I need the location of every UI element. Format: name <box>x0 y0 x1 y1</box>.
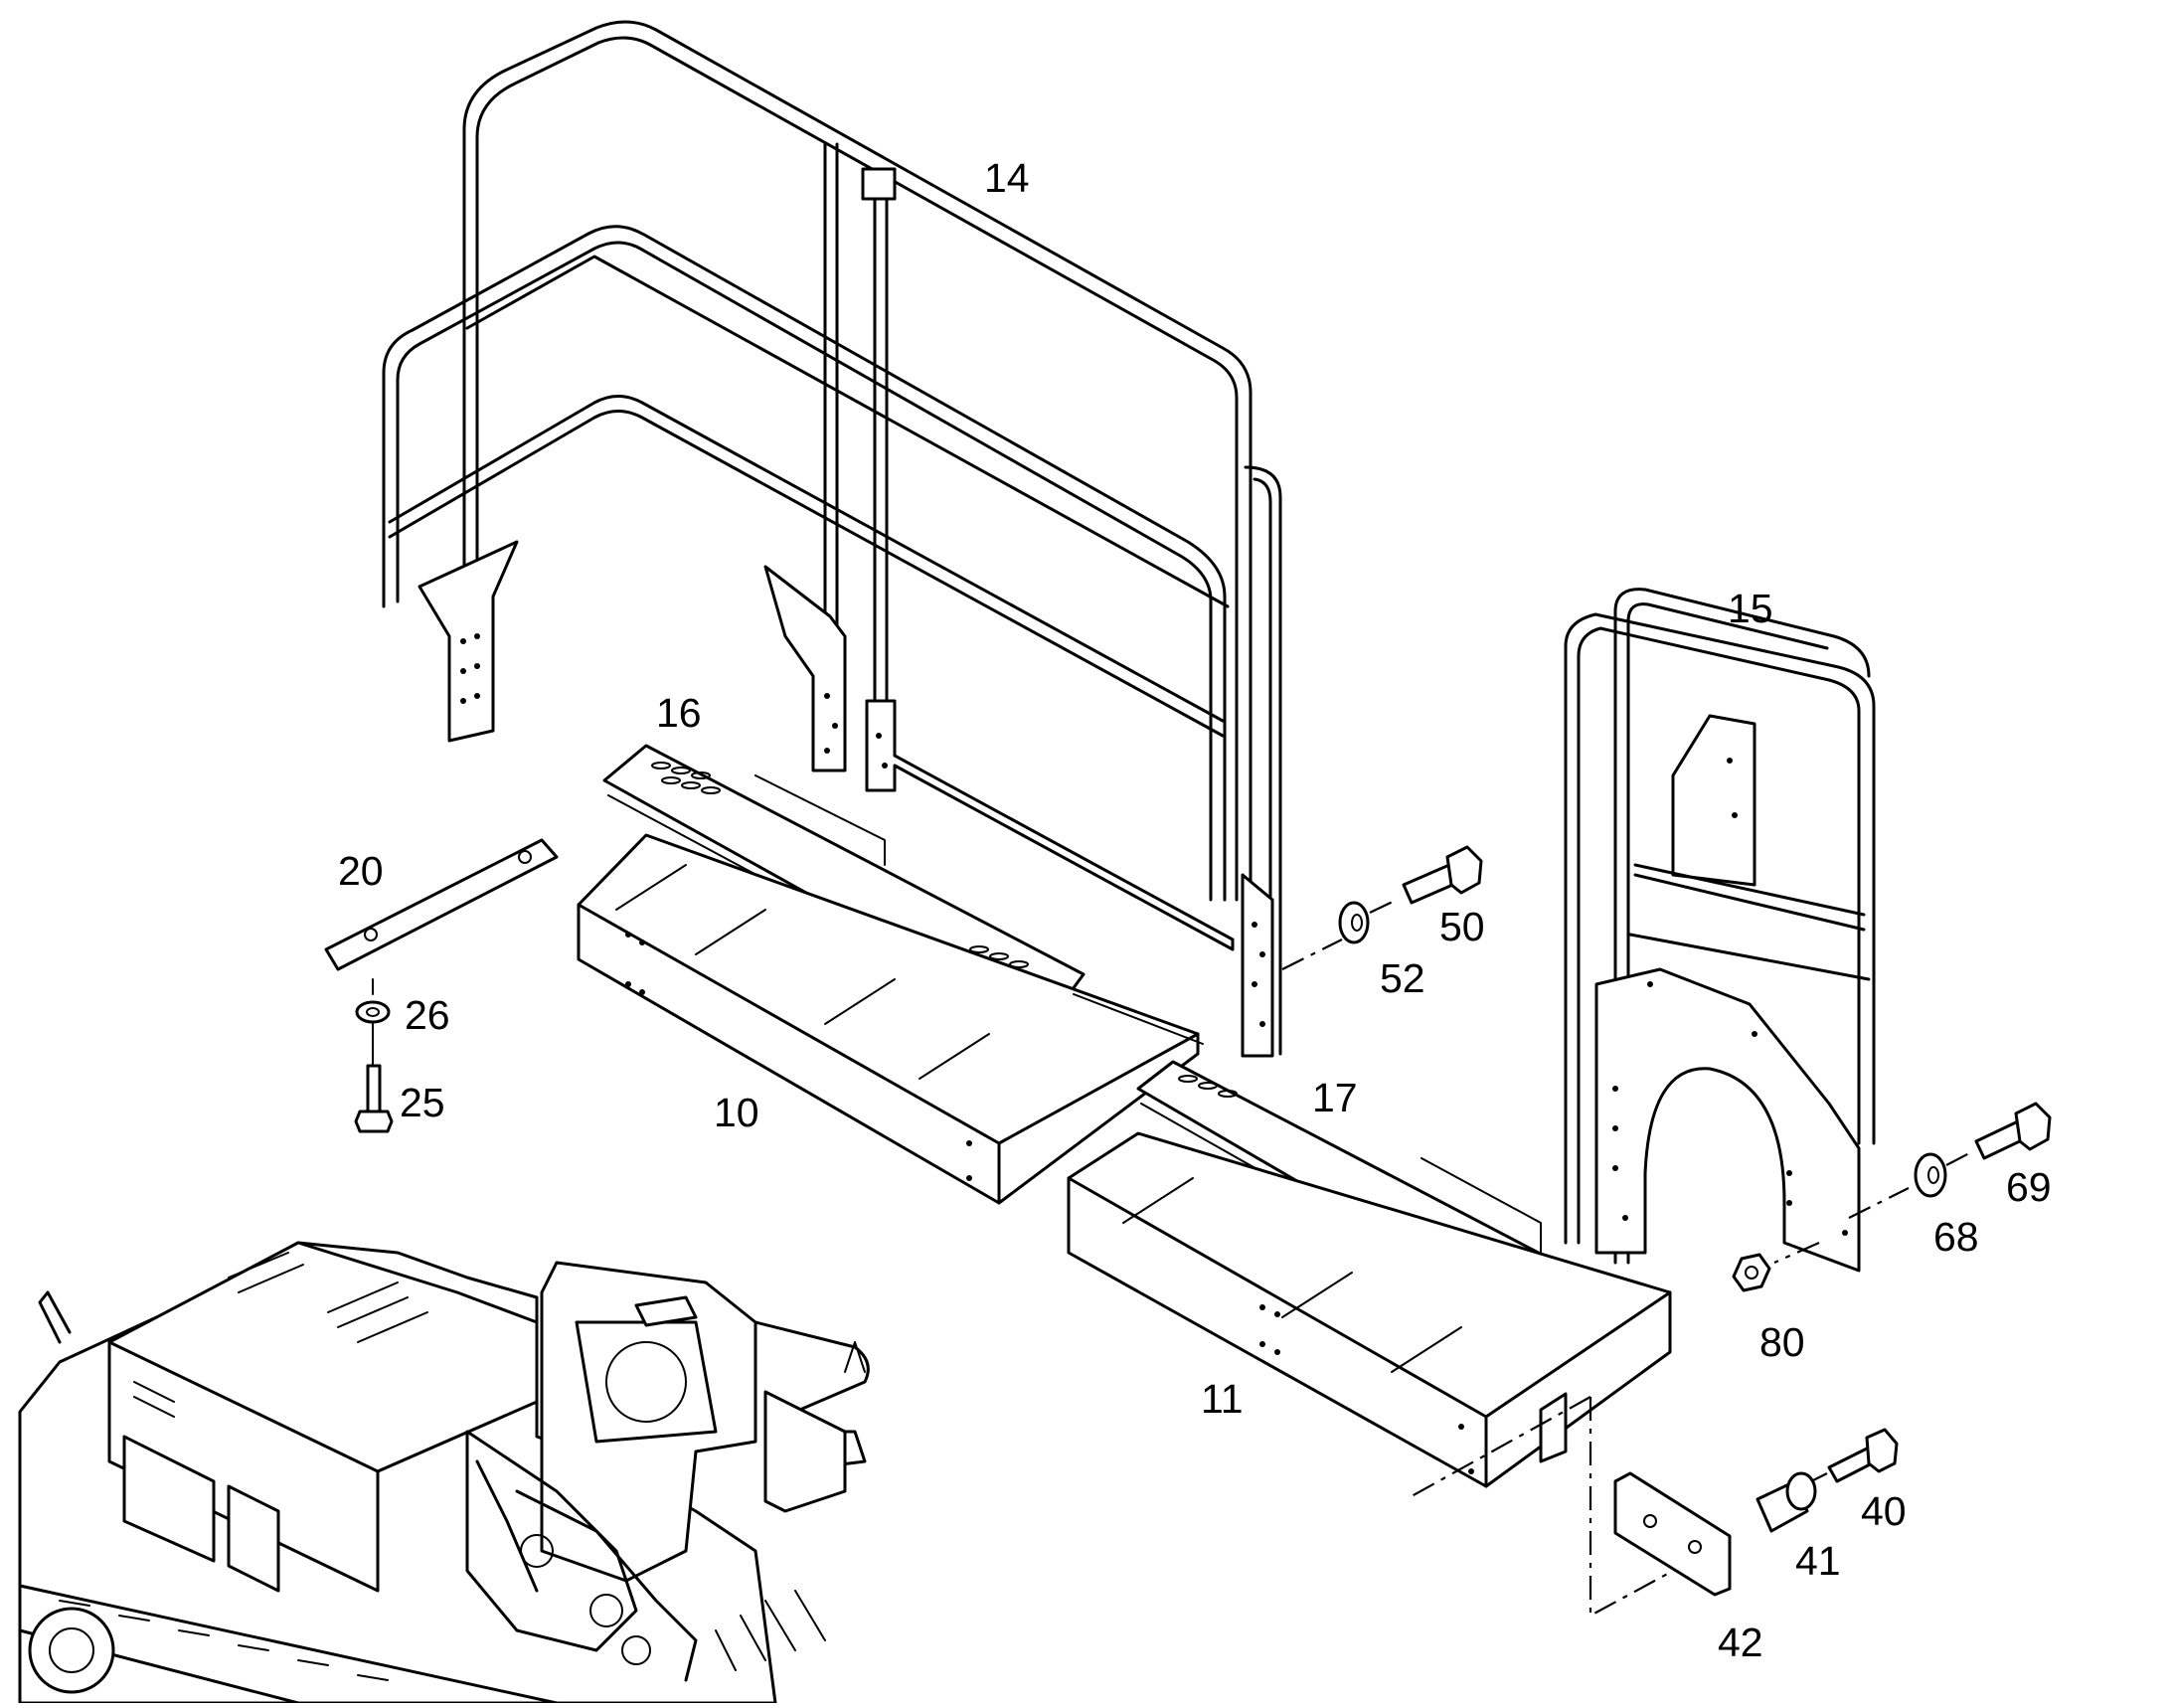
callout-26: 26 <box>405 992 450 1038</box>
callout-50: 50 <box>1439 904 1485 949</box>
callout-15: 15 <box>1728 586 1773 631</box>
callout-52: 52 <box>1380 955 1425 1001</box>
excavator-illustration <box>18 1241 870 1705</box>
walkway-frame-11 <box>1067 1131 1672 1488</box>
callout-20: 20 <box>338 848 384 894</box>
fastener-68-69-80 <box>1732 1102 2052 1292</box>
callout-42: 42 <box>1718 1620 1763 1665</box>
callout-41: 41 <box>1795 1538 1841 1584</box>
plate-20 <box>324 838 559 971</box>
callout-16: 16 <box>656 690 702 736</box>
callout-40: 40 <box>1861 1488 1907 1534</box>
callout-17: 17 <box>1312 1075 1358 1120</box>
callout-68: 68 <box>1933 1214 1979 1260</box>
callout-69: 69 <box>2006 1164 2052 1210</box>
side-rail-15 <box>1564 588 1876 1273</box>
callout-25: 25 <box>400 1080 445 1125</box>
bolt-25 <box>354 1064 394 1133</box>
handrail-14 <box>382 20 1282 1058</box>
callout-10: 10 <box>714 1090 759 1135</box>
callout-80: 80 <box>1759 1319 1805 1365</box>
fastener-50-52 <box>1281 845 1483 970</box>
washer-26 <box>355 978 391 1065</box>
callout-11: 11 <box>1201 1376 1244 1422</box>
callout-labels: 14 15 16 20 50 52 26 25 10 17 69 68 80 1… <box>338 155 2052 1665</box>
callout-14: 14 <box>984 155 1030 201</box>
fastener-40-41-42 <box>1411 1396 1899 1618</box>
walkway-frame-10 <box>577 774 1204 1205</box>
